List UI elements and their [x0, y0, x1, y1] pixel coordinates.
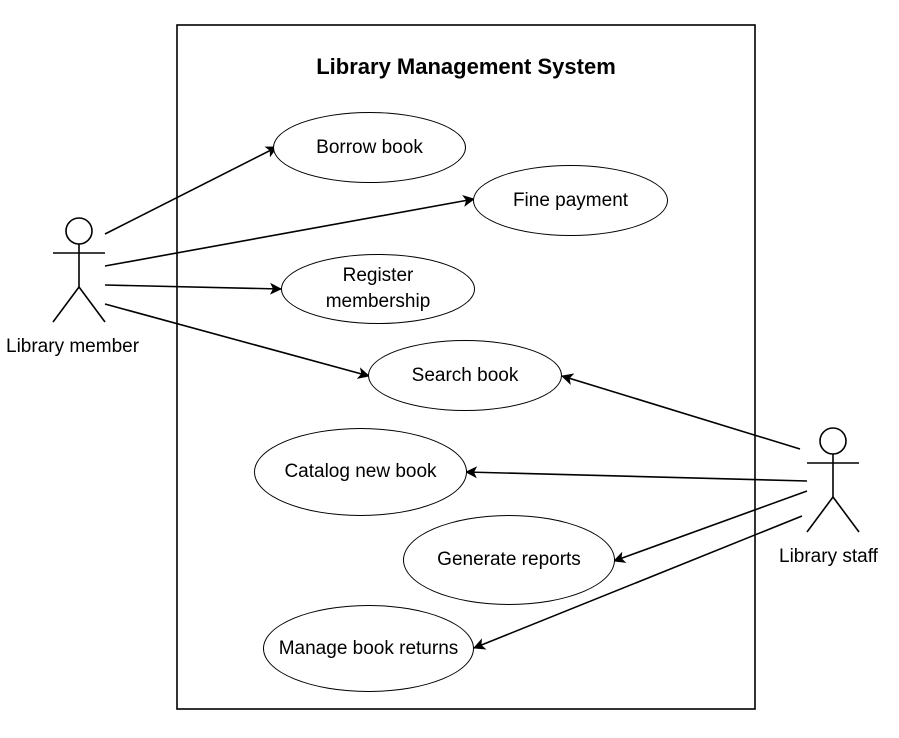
use-case-catalog-new-book[interactable]: Catalog new book — [254, 428, 467, 516]
assoc-member-register — [104, 282, 282, 295]
assoc-staff-catalog — [465, 466, 808, 482]
staff-actor-figure — [806, 427, 860, 533]
use-case-register-membership[interactable]: Register membership — [281, 254, 475, 324]
use-case-generate-reports[interactable]: Generate reports — [403, 515, 615, 605]
assoc-staff-search — [561, 373, 801, 450]
actor-label-library-member: Library member — [6, 336, 140, 357]
use-case-fine-payment[interactable]: Fine payment — [473, 165, 668, 236]
use-case-borrow-book[interactable]: Borrow book — [273, 112, 466, 183]
assoc-member-borrow — [104, 146, 278, 235]
system-boundary — [176, 24, 756, 710]
assoc-staff-returns — [473, 515, 803, 650]
assoc-member-search — [104, 303, 370, 379]
member-actor-figure — [52, 217, 106, 323]
system-title: Library Management System — [316, 54, 616, 79]
use-case-search-book[interactable]: Search book — [368, 340, 562, 411]
assoc-staff-reports — [613, 490, 808, 563]
assoc-member-fine — [104, 195, 475, 267]
use-case-manage-book-returns[interactable]: Manage book returns — [263, 605, 474, 692]
actor-label-library-staff: Library staff — [779, 546, 878, 567]
